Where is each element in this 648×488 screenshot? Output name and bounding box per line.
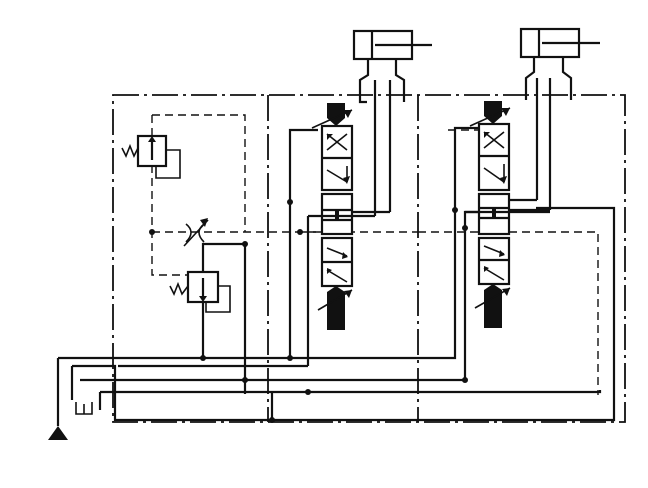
cylinder-2: [519, 27, 600, 210]
hydraulic-lines: [56, 126, 616, 426]
tank: [75, 402, 93, 415]
junction-dots: [149, 199, 468, 423]
valve-2: [469, 101, 511, 328]
relief-valve-lower: [169, 242, 247, 394]
enclosure-frame: [112, 94, 626, 423]
relief-valve-upper: [121, 134, 181, 179]
throttle: [183, 218, 209, 247]
cylinder-1: [352, 29, 432, 216]
pump: [48, 426, 68, 440]
valve-1: [311, 103, 354, 330]
